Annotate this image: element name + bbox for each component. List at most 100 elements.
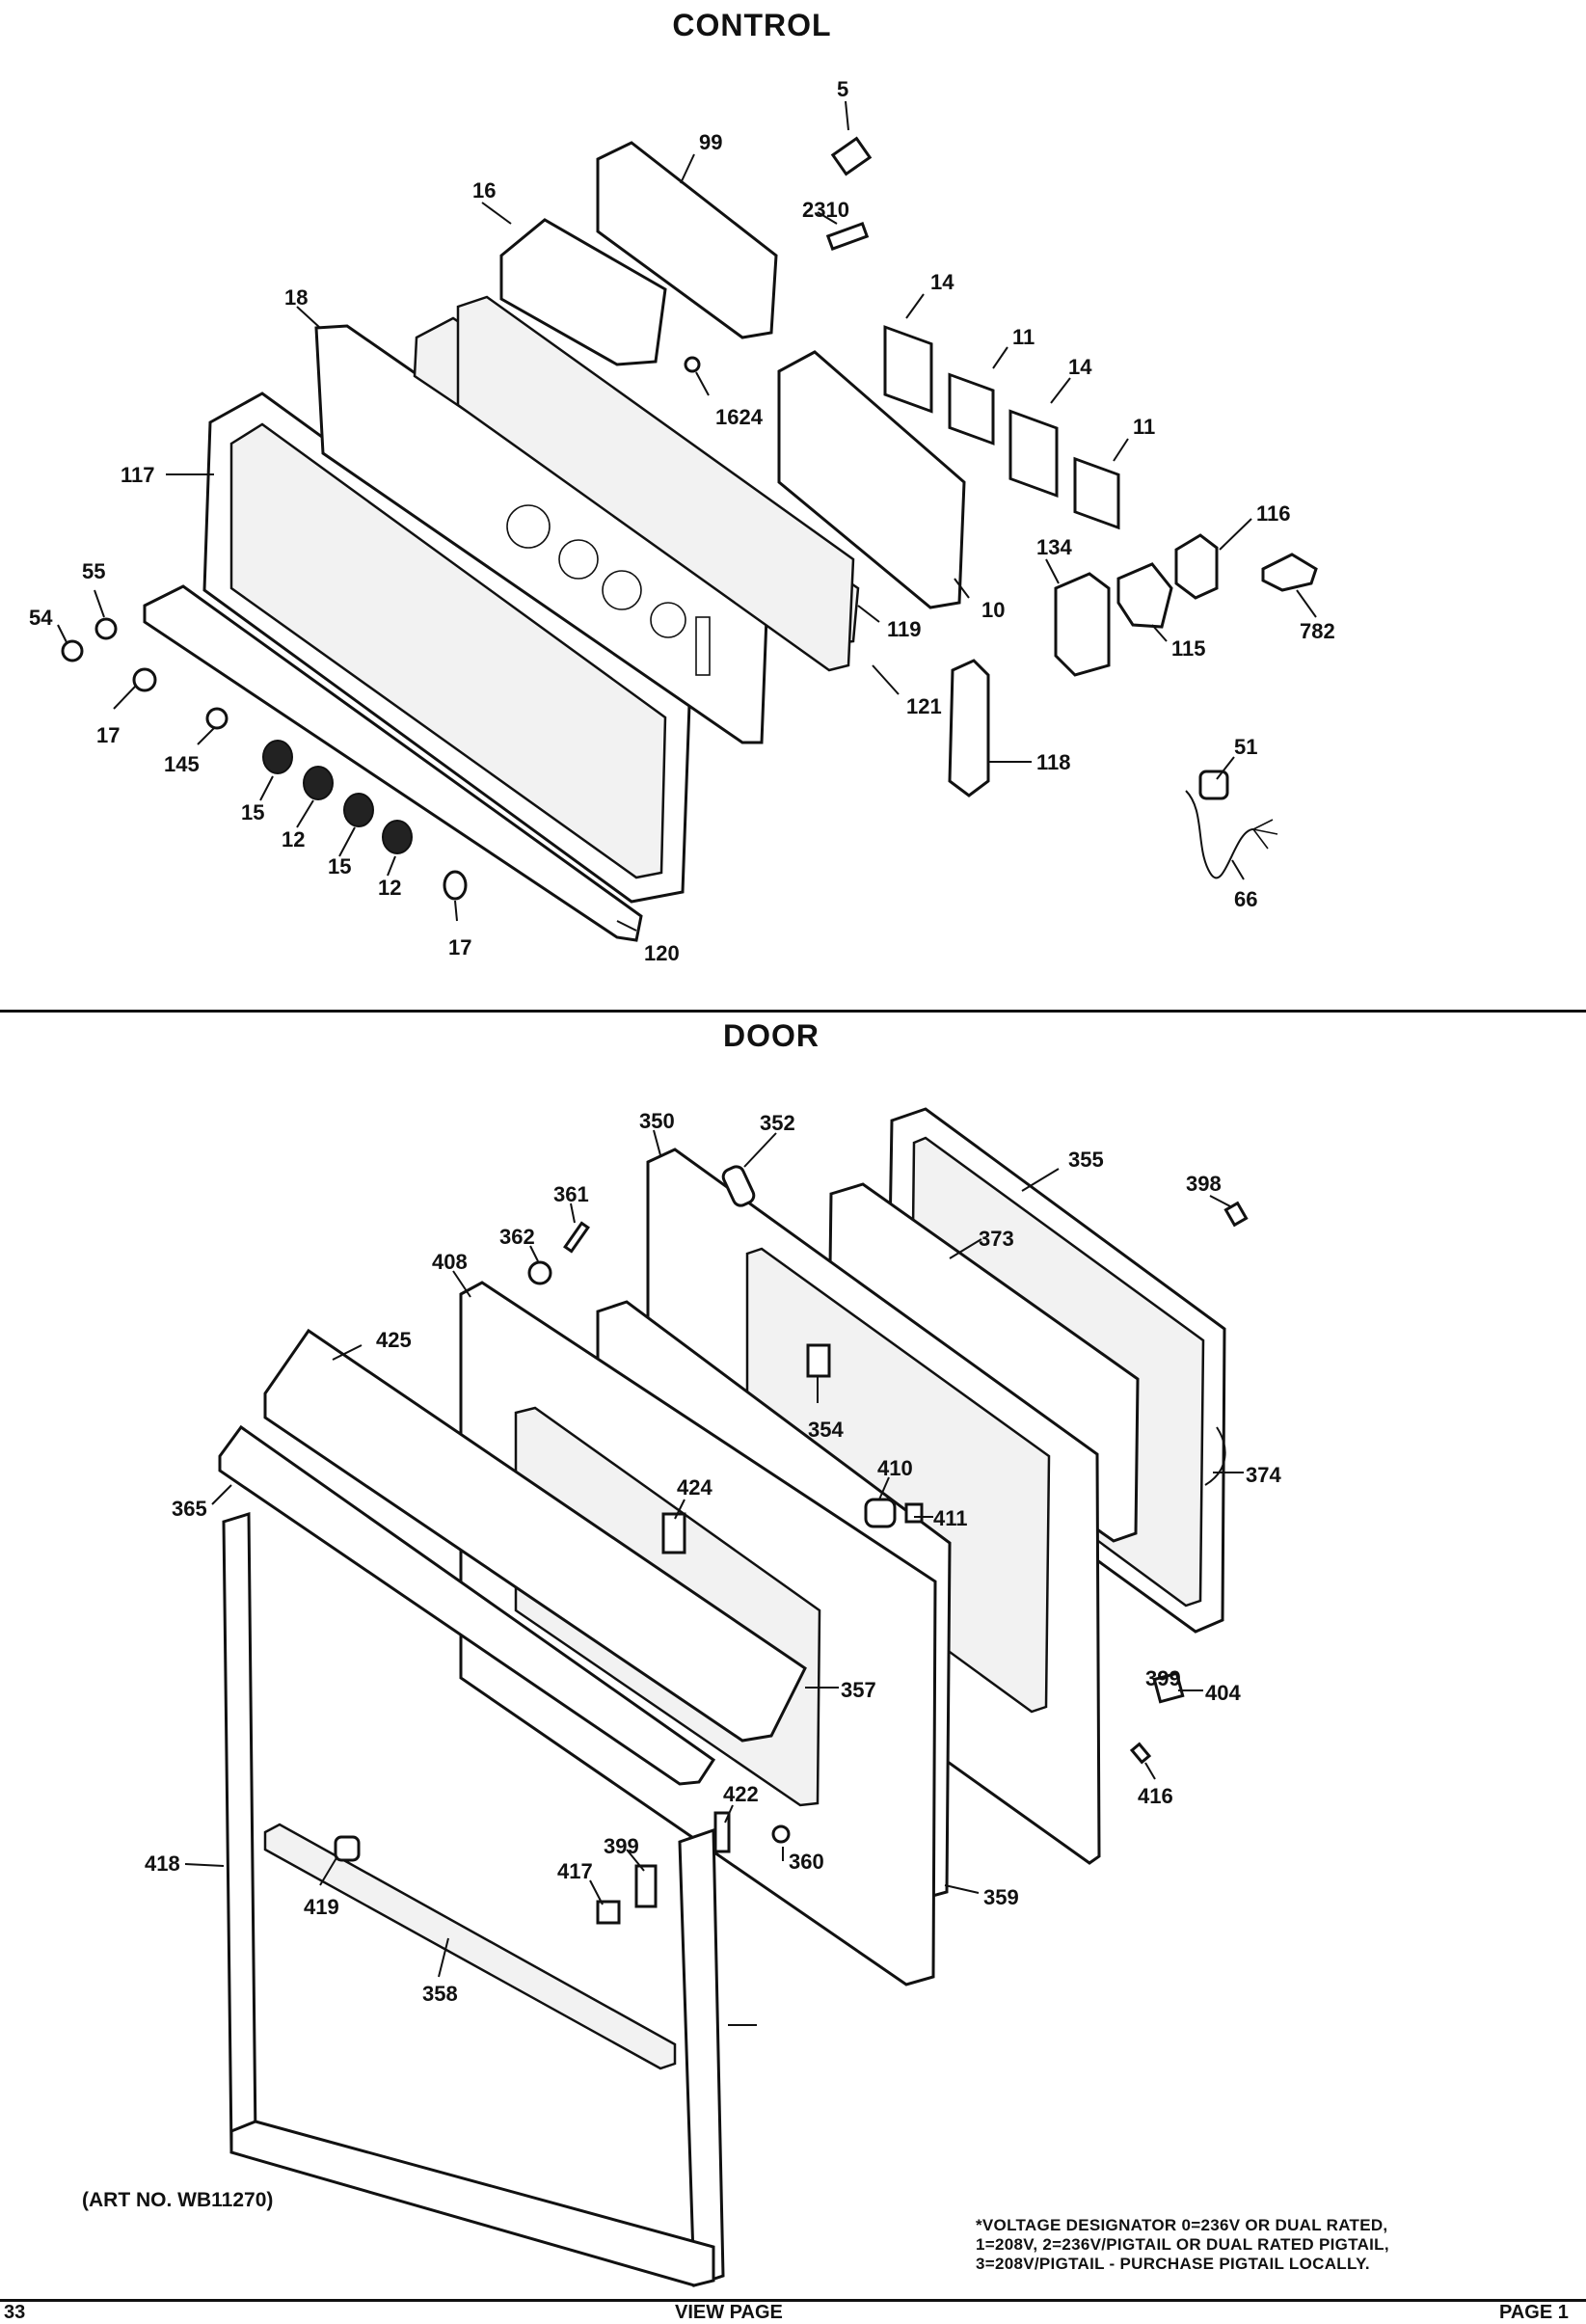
part-17-knob-insert <box>443 870 468 901</box>
part-55-washer <box>94 617 118 640</box>
part-358-frame-right <box>678 1827 725 2288</box>
control-callout-15: 15 <box>241 800 264 824</box>
door-callout-362: 362 <box>499 1225 535 1249</box>
door-callout-408: 408 <box>432 1250 468 1274</box>
part-14-switch-left <box>883 325 933 414</box>
part-2310-sensor <box>825 222 870 251</box>
part-54-screw <box>61 639 84 662</box>
part-17-screw <box>132 667 157 692</box>
control-section-title: CONTROL <box>672 8 832 42</box>
part-1624-nut <box>684 356 701 373</box>
control-callout-12: 12 <box>378 876 401 900</box>
part-115-block <box>1116 562 1173 629</box>
control-callout-10: 10 <box>981 598 1005 622</box>
control-callout-145: 145 <box>164 752 200 776</box>
door-callout-350: 350 <box>639 1109 675 1133</box>
control-callout-14: 14 <box>1068 355 1092 379</box>
control-callout-16: 16 <box>472 178 496 203</box>
part-16-circuit-panel <box>499 218 667 366</box>
part-417-nut <box>771 1824 791 1844</box>
part-359-frame-left <box>222 1511 257 2153</box>
door-callout-424: 424 <box>677 1475 712 1500</box>
art-number: (ART NO. WB11270) <box>82 2189 274 2211</box>
door-callout-360: 360 <box>789 1850 824 1874</box>
control-callout-12: 12 <box>282 827 305 851</box>
door-callout-404: 404 <box>1205 1681 1241 1705</box>
control-callout-119: 119 <box>887 617 922 641</box>
part-134-bracket <box>1054 572 1111 677</box>
control-callout-120: 120 <box>644 941 680 965</box>
footer-left: 33 <box>4 2302 26 2323</box>
control-callout-17: 17 <box>448 935 471 959</box>
part-410-latch <box>864 1498 897 1528</box>
part-374-gasket-end <box>1204 1426 1226 1486</box>
control-leaders <box>57 100 1317 932</box>
door-callout-416: 416 <box>1138 1784 1173 1808</box>
part-12-knob-left <box>303 766 334 800</box>
part-422-bracket <box>634 1864 658 1908</box>
part-5-fitting <box>830 136 873 176</box>
part-15-knob-right <box>343 793 374 827</box>
voltage-note-line-3: 3=208V/PIGTAIL - PURCHASE PIGTAIL LOCALL… <box>976 2255 1370 2273</box>
control-callout-11: 11 <box>1133 415 1155 439</box>
footer-center: VIEW PAGE <box>675 2302 783 2323</box>
voltage-note-line-2: 1=208V, 2=236V/PIGTAIL OR DUAL RATED PIG… <box>976 2235 1389 2254</box>
section-divider <box>0 1010 1586 1013</box>
door-callout-357: 357 <box>841 1678 876 1702</box>
part-361-screw <box>563 1221 590 1254</box>
control-callout-14: 14 <box>930 270 954 294</box>
control-callout-54: 54 <box>29 606 53 630</box>
part-10-back-plate <box>777 350 966 609</box>
door-callout-417: 417 <box>557 1859 593 1883</box>
part-18-graphic-panel <box>314 324 768 744</box>
part-399-bumper-left <box>596 1900 621 1925</box>
control-callout-11: 11 <box>1012 325 1035 349</box>
door-callout-399: 399 <box>1145 1666 1181 1690</box>
part-357-pin <box>1129 1742 1152 1765</box>
control-callout-17: 17 <box>96 723 120 747</box>
control-callout-51: 51 <box>1234 735 1257 759</box>
door-callout-425: 425 <box>376 1328 412 1352</box>
door-callout-399: 399 <box>604 1834 639 1858</box>
door-callout-354: 354 <box>808 1418 844 1442</box>
part-11-switch-left <box>948 372 995 446</box>
part-99-bracket <box>596 141 778 339</box>
voltage-note-line-1: *VOLTAGE DESIGNATOR 0=236V OR DUAL RATED… <box>976 2216 1388 2234</box>
door-parts <box>184 1107 1249 2288</box>
control-callout-99: 99 <box>699 130 722 154</box>
control-callout-116: 116 <box>1256 501 1291 526</box>
control-callout-15: 15 <box>328 854 351 878</box>
part-116-clip <box>1174 533 1219 600</box>
part-51-strain-relief <box>1198 770 1229 800</box>
footer-right: PAGE 1 <box>1499 2302 1569 2323</box>
voltage-designator-note: *VOLTAGE DESIGNATOR 0=236V OR DUAL RATED… <box>976 2216 1573 2274</box>
door-callout-374: 374 <box>1246 1463 1281 1487</box>
control-callout-115: 115 <box>1171 636 1206 661</box>
control-callout-134: 134 <box>1036 535 1072 559</box>
door-callout-419: 419 <box>304 1895 339 1919</box>
door-section-title: DOOR <box>723 1018 820 1053</box>
part-782-clip <box>1261 553 1318 592</box>
control-callout-66: 66 <box>1234 887 1257 911</box>
door-callout-411: 411 <box>933 1506 968 1530</box>
footer-rule <box>0 2299 1586 2302</box>
control-callout-5: 5 <box>837 77 848 101</box>
part-66-wire-harness <box>1185 790 1254 879</box>
part-424-hinge <box>661 1512 686 1554</box>
part-358-frame-bottom <box>229 2120 715 2287</box>
part-411-clip <box>904 1502 924 1524</box>
part-352-tube <box>721 1165 756 1207</box>
door-callout-352: 352 <box>760 1111 795 1135</box>
door-callout-361: 361 <box>553 1182 589 1206</box>
part-362-washer <box>527 1260 552 1285</box>
part-118-bracket <box>948 659 990 797</box>
part-11-switch-right <box>1073 456 1120 530</box>
part-12-knob-right <box>382 820 413 854</box>
part-15-knob-left <box>262 740 293 774</box>
part-354-clip <box>806 1343 831 1378</box>
control-callout-118: 118 <box>1036 750 1071 774</box>
part-418-clip <box>334 1835 361 1862</box>
